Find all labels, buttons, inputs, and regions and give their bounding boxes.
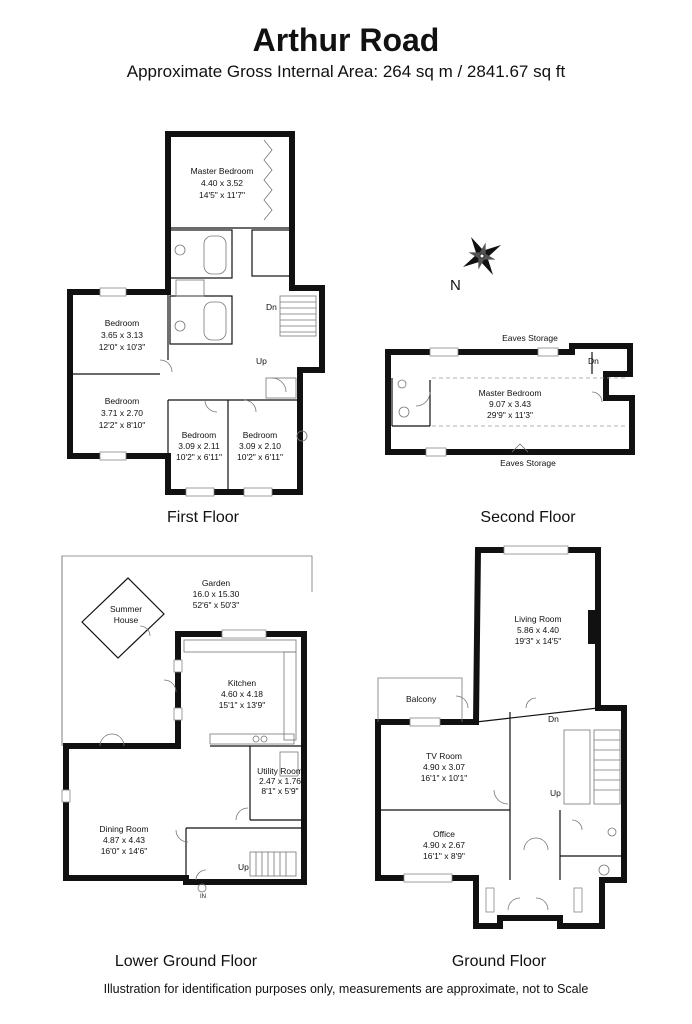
area-subtitle: Approximate Gross Internal Area: 264 sq … xyxy=(126,62,566,81)
gf-stairs-dn: Dn xyxy=(548,714,559,724)
second-floor-label: Second Floor xyxy=(480,509,576,526)
lg-kitchen-name: Kitchen xyxy=(228,678,257,688)
ff-bedroom-c-name: Bedroom xyxy=(182,430,217,440)
sf-eaves-storage-bottom: Eaves Storage xyxy=(500,458,556,468)
lg-utility-imperial: 8'1" x 5'9" xyxy=(261,786,298,796)
lg-garden-metric: 16.0 x 15.30 xyxy=(193,589,240,599)
entrance-marker-icon xyxy=(197,883,207,893)
ff-bedroom-d-imperial: 10'2" x 6'11" xyxy=(237,452,283,462)
summer-house-outline xyxy=(81,577,165,659)
ff-stairs-dn: Dn xyxy=(266,302,277,312)
first-floor-label: First Floor xyxy=(167,509,240,526)
ff-bedroom-d-name: Bedroom xyxy=(243,430,278,440)
lg-entrance-label: IN xyxy=(200,894,206,900)
ff-stairs-up: Up xyxy=(256,356,267,366)
ff-bedroom-c-imperial: 10'2" x 6'11" xyxy=(176,452,222,462)
gf-tv-metric: 4.90 x 3.07 xyxy=(423,762,465,772)
sf-master-bedroom-imperial: 29'9" x 11'3" xyxy=(487,410,533,420)
ff-bedroom-b-metric: 3.71 x 2.70 xyxy=(101,408,143,418)
disclaimer-footer: Illustration for identification purposes… xyxy=(103,982,589,996)
ff-bedroom-b-name: Bedroom xyxy=(105,396,140,406)
lower-ground-floor-plan xyxy=(61,555,313,885)
lg-utility-name: Utility Room xyxy=(257,766,303,776)
lg-garden-name: Garden xyxy=(202,578,231,588)
ff-master-bedroom-name: Master Bedroom xyxy=(191,166,254,176)
first-floor-plan xyxy=(67,131,325,497)
lg-dining-imperial: 16'0" x 14'6" xyxy=(101,846,148,856)
gf-office-name: Office xyxy=(433,829,455,839)
lg-garden-imperial: 52'6" x 50'3" xyxy=(193,600,240,610)
ff-bedroom-d-metric: 3.09 x 2.10 xyxy=(239,441,281,451)
gf-office-metric: 4.90 x 2.67 xyxy=(423,840,465,850)
gf-living-name: Living Room xyxy=(514,614,561,624)
gf-living-metric: 5.86 x 4.40 xyxy=(517,625,559,635)
gf-stairs-up: Up xyxy=(550,788,561,798)
ground-floor-plan xyxy=(375,545,627,929)
ff-bedroom-a-name: Bedroom xyxy=(105,318,140,328)
lg-summer-house-line2: House xyxy=(114,615,139,625)
ff-bedroom-a-metric: 3.65 x 3.13 xyxy=(101,330,143,340)
compass-north-label: N xyxy=(450,277,461,294)
gf-tv-name: TV Room xyxy=(426,751,462,761)
ground-floor-label: Ground Floor xyxy=(452,953,547,970)
sf-stairs-dn: Dn xyxy=(588,356,599,366)
ff-bedroom-b-imperial: 12'2" x 8'10" xyxy=(99,420,146,430)
sf-master-bedroom-metric: 9.07 x 3.43 xyxy=(489,399,531,409)
page-title: Arthur Road xyxy=(252,22,440,58)
lg-kitchen-imperial: 15'1" x 13'9" xyxy=(219,700,266,710)
lg-summer-house-line1: Summer xyxy=(110,604,142,614)
lg-dining-name: Dining Room xyxy=(99,824,148,834)
lg-kitchen-metric: 4.60 x 4.18 xyxy=(221,689,263,699)
lg-utility-metric: 2.47 x 1.76 xyxy=(259,776,301,786)
second-floor-outline xyxy=(385,343,635,455)
compass-icon xyxy=(462,236,502,276)
first-floor-outline xyxy=(67,131,325,495)
gf-office-imperial: 16'1" x 8'9" xyxy=(423,851,465,861)
ff-bedroom-c-metric: 3.09 x 2.11 xyxy=(178,441,220,451)
ff-master-bedroom-imperial: 14'5" x 11'7" xyxy=(199,190,245,200)
sf-master-bedroom-name: Master Bedroom xyxy=(479,388,542,398)
gf-tv-imperial: 16'1" x 10'1" xyxy=(421,773,468,783)
sf-eaves-storage-top: Eaves Storage xyxy=(502,333,558,343)
ground-floor-outline xyxy=(375,547,627,929)
gf-living-imperial: 19'3" x 14'5" xyxy=(515,636,562,646)
second-floor-plan xyxy=(385,343,635,457)
lower-ground-outline xyxy=(63,631,307,885)
ff-bedroom-a-imperial: 12'0" x 10'3" xyxy=(99,342,146,352)
gf-balcony-name: Balcony xyxy=(406,694,437,704)
lg-dining-metric: 4.87 x 4.43 xyxy=(103,835,145,845)
ff-master-bedroom-metric: 4.40 x 3.52 xyxy=(201,178,243,188)
lower-ground-floor-label: Lower Ground Floor xyxy=(115,953,258,970)
lg-stairs-up: Up xyxy=(238,862,249,872)
